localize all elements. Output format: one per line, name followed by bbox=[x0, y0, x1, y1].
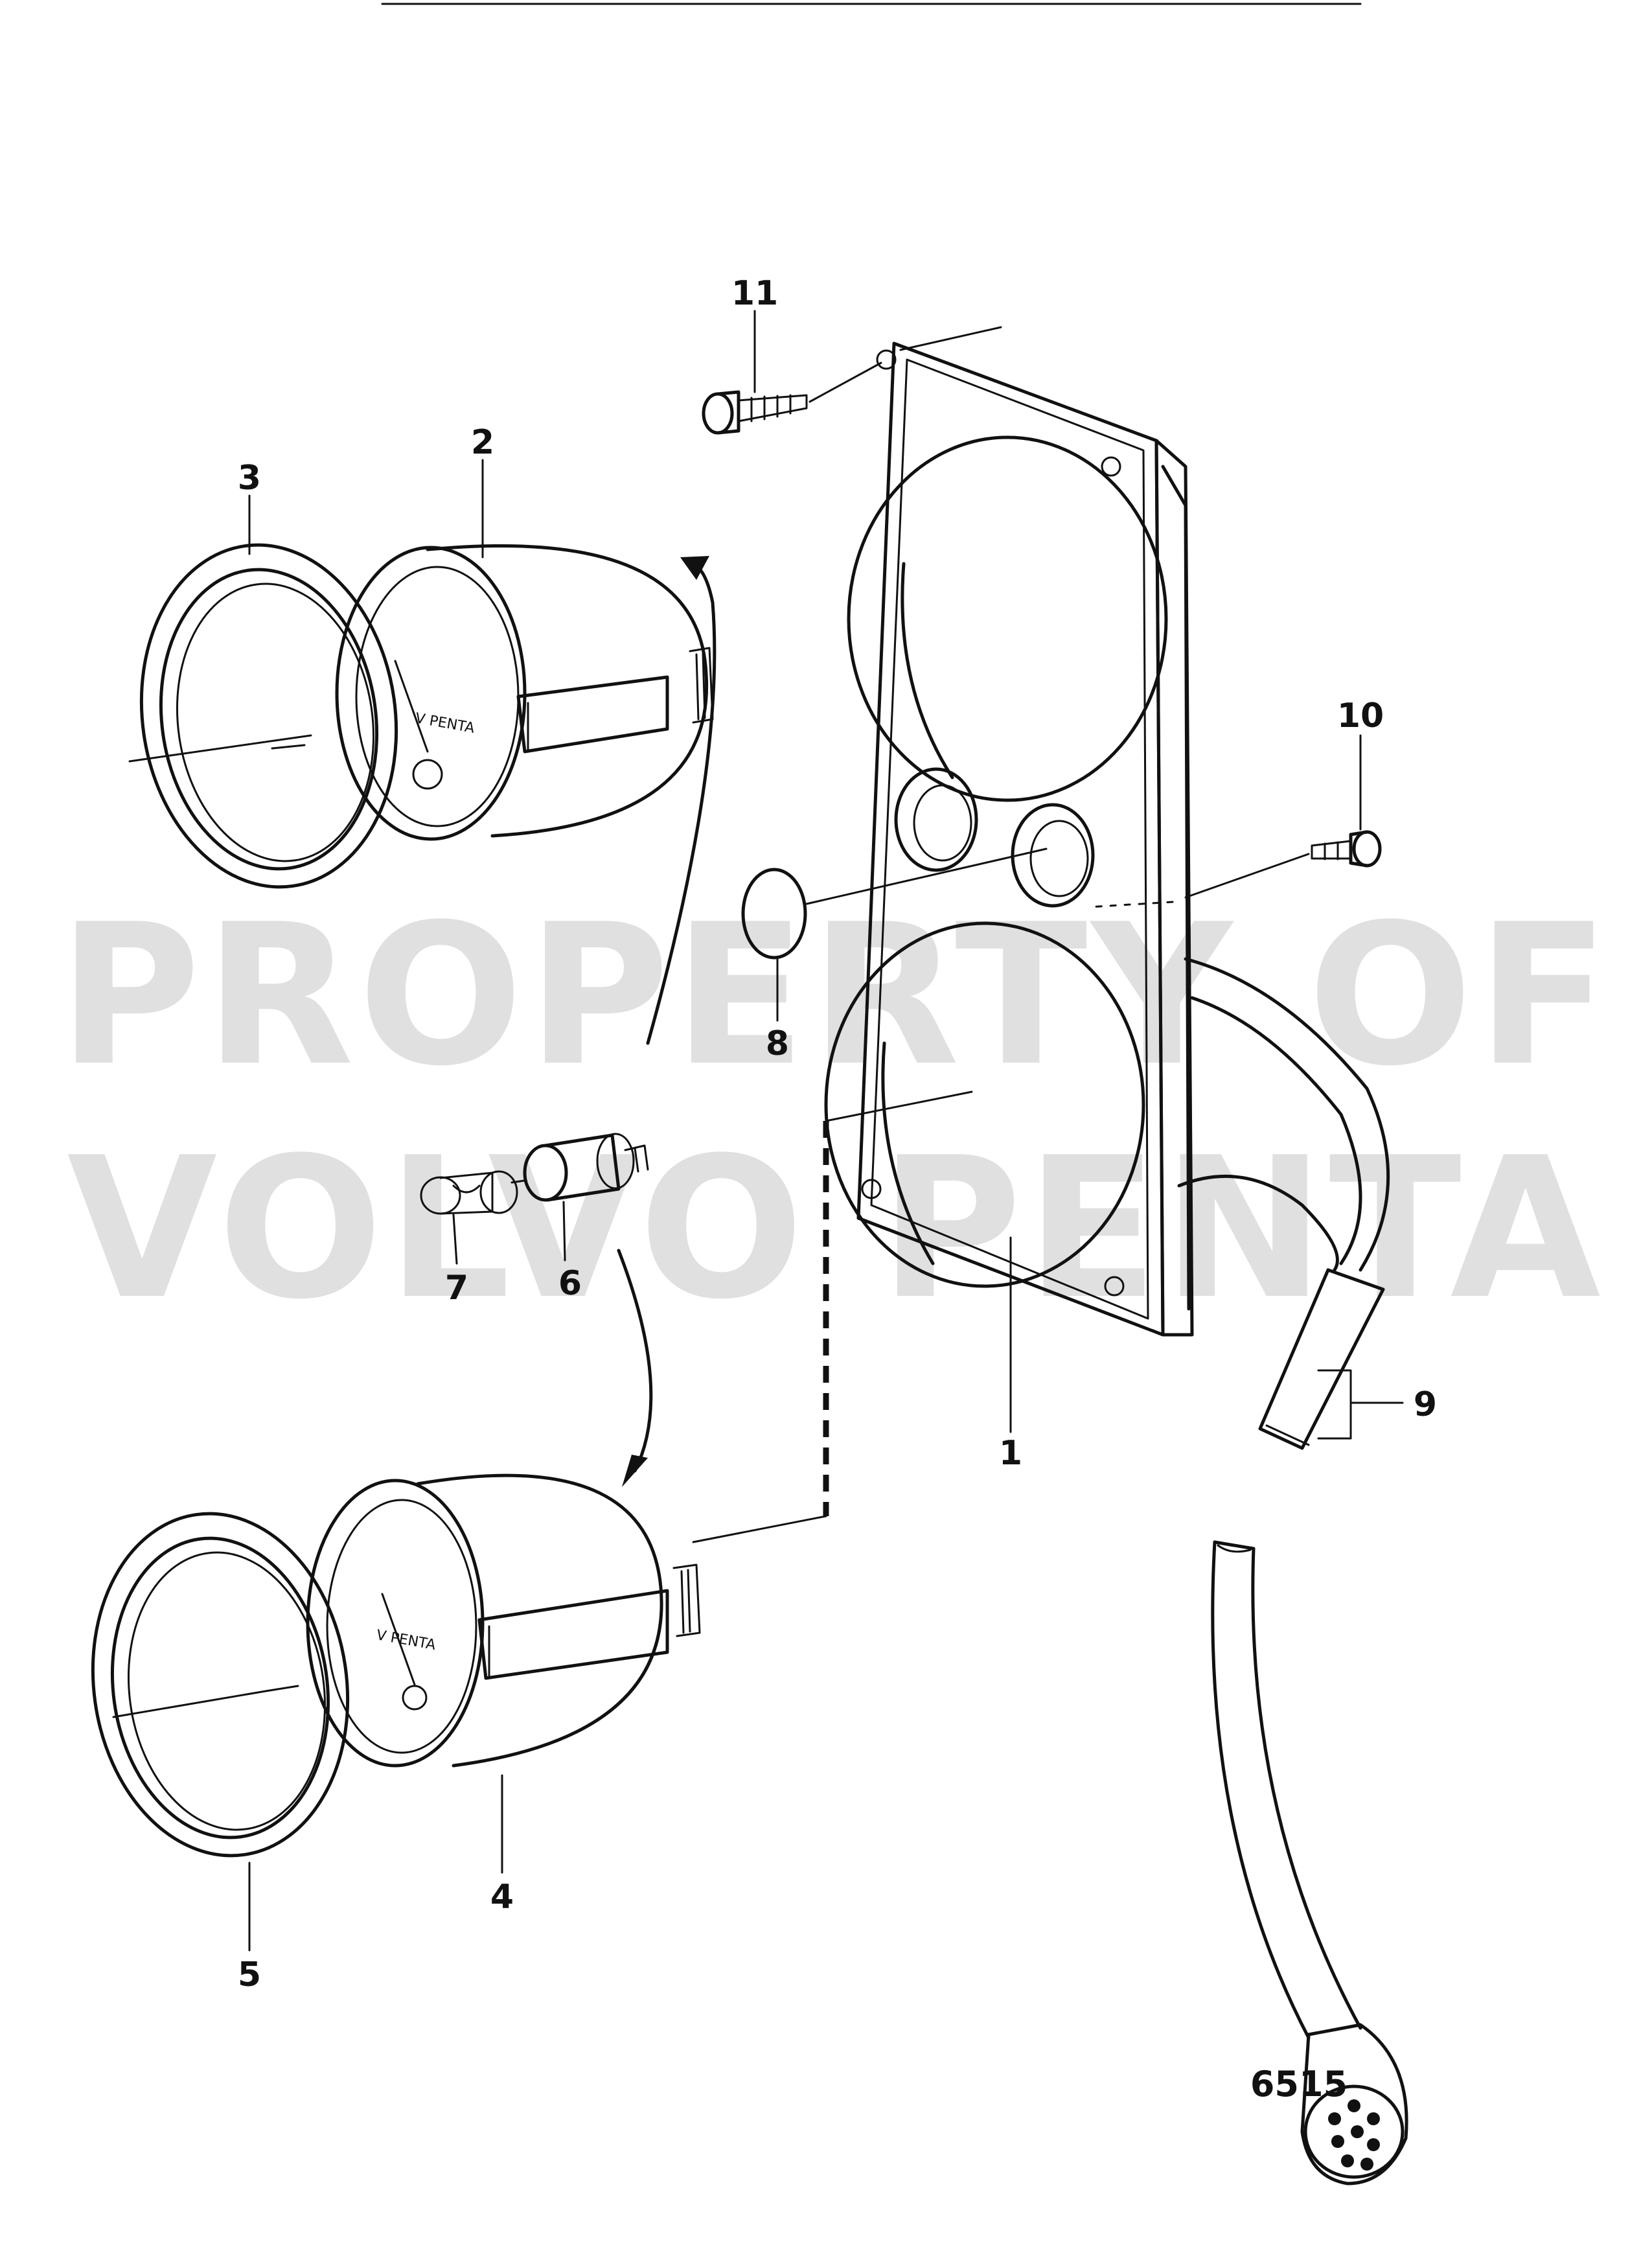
watermark-line-2: VOLVO PENTA bbox=[67, 1116, 1605, 1342]
callout-7: 7 bbox=[445, 1269, 468, 1308]
leader-9 bbox=[1317, 1369, 1404, 1440]
callout-8: 8 bbox=[766, 1024, 789, 1063]
bulb-7 bbox=[420, 1170, 518, 1265]
figure-number: 6515 bbox=[1250, 2064, 1348, 2105]
callout-11: 11 bbox=[731, 274, 778, 313]
callout-4: 4 bbox=[490, 1878, 514, 1917]
arrow-to-gauge-upper bbox=[646, 556, 717, 1045]
lamp-socket-6 bbox=[511, 1133, 649, 1262]
gauge-upper: V PENTA bbox=[271, 544, 714, 841]
screw-11 bbox=[702, 362, 882, 435]
callout-10: 10 bbox=[1337, 697, 1384, 735]
callouts: 1 2 3 4 5 6 7 8 9 10 11 bbox=[238, 274, 1437, 1994]
gauge-lower-face-text: V PENTA bbox=[375, 1627, 437, 1654]
bezel-ring-lower bbox=[91, 1512, 350, 1858]
callout-leaders bbox=[248, 310, 1404, 1952]
callout-2: 2 bbox=[471, 423, 494, 462]
watermark: PROPERTY OF VOLVO PENTA bbox=[58, 882, 1614, 1342]
arrow-to-gauge-lower bbox=[617, 1249, 653, 1487]
callout-5: 5 bbox=[238, 1955, 261, 1994]
gauge-upper-face-text: V PENTA bbox=[414, 710, 476, 737]
cable-harness bbox=[1177, 957, 1408, 2186]
instrument-panel bbox=[824, 326, 1194, 1337]
dashed-leader bbox=[692, 1090, 973, 1543]
gauge-lower: V PENTA bbox=[264, 1473, 701, 1768]
watermark-line-1: PROPERTY OF bbox=[58, 882, 1614, 1109]
plug-8 bbox=[741, 848, 1048, 960]
callout-1: 1 bbox=[999, 1434, 1022, 1473]
callout-3: 3 bbox=[238, 459, 261, 498]
screw-10 bbox=[1087, 830, 1382, 908]
bezel-ring-upper bbox=[128, 543, 398, 889]
callout-6: 6 bbox=[558, 1264, 582, 1303]
callout-9: 9 bbox=[1414, 1385, 1437, 1424]
